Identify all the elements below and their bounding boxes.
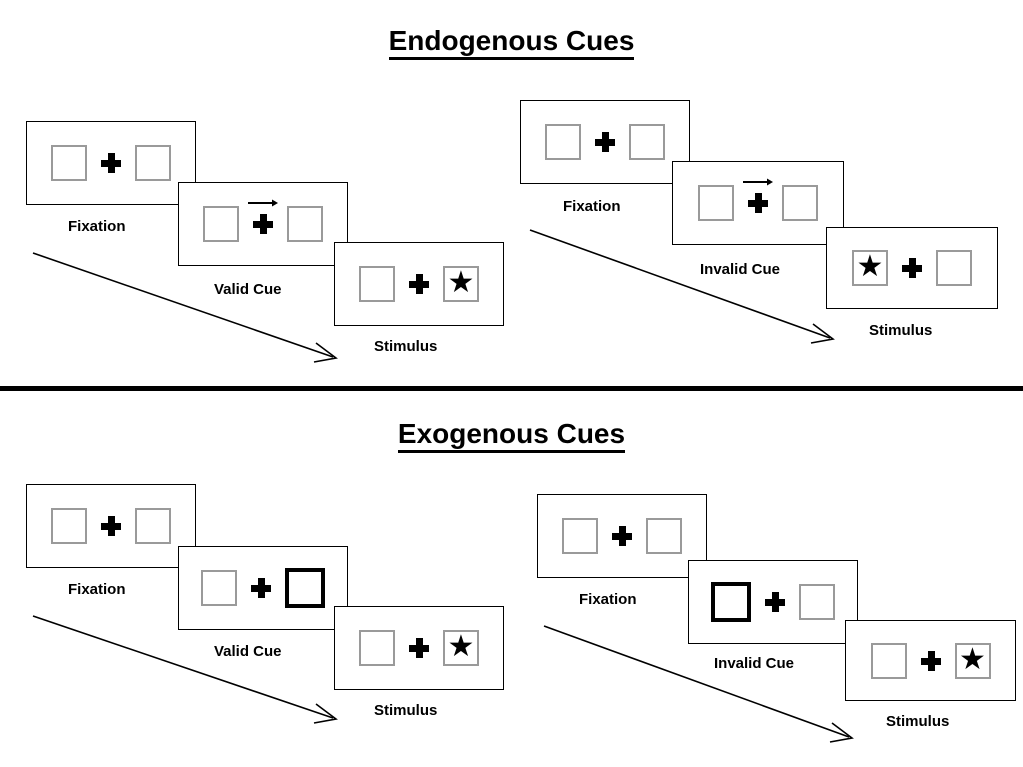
panel-exogenous-valid-fixation <box>26 484 196 568</box>
caption-endogenous-valid-stimulus: Stimulus <box>374 338 438 355</box>
panel-endogenous-valid-fixation <box>26 121 196 205</box>
plus-icon <box>902 258 922 278</box>
panel-content <box>698 178 818 221</box>
panel-content <box>203 199 323 242</box>
target-box-right: ★ <box>954 642 991 679</box>
panel-endogenous-valid-cue <box>178 182 348 266</box>
placeholder-box-left <box>201 570 237 606</box>
placeholder-box-left <box>870 642 907 679</box>
panel-exogenous-invalid-cue <box>688 560 858 644</box>
plus-icon <box>409 274 429 294</box>
placeholder-box-right <box>135 508 171 544</box>
panel-content: ★ <box>359 266 479 302</box>
plus-icon <box>409 638 429 658</box>
exogenous-section-title: Exogenous Cues <box>0 418 1023 453</box>
caption-exogenous-invalid-cue: Invalid Cue <box>714 655 795 672</box>
right-arrow-icon <box>743 178 773 186</box>
placeholder-box-left <box>51 145 87 181</box>
caption-endogenous-invalid-fixation: Fixation <box>563 198 621 215</box>
caption-endogenous-valid-fixation: Fixation <box>68 218 126 235</box>
endogenous-title-text: Endogenous Cues <box>388 25 635 60</box>
plus-icon <box>251 578 271 598</box>
panel-content: ★ <box>359 630 479 666</box>
placeholder-box-right <box>135 145 171 181</box>
caption-exogenous-valid-cue: Valid Cue <box>214 643 282 660</box>
panel-content <box>201 568 325 608</box>
caption-exogenous-invalid-fixation: Fixation <box>579 591 637 608</box>
plus-icon <box>101 153 121 173</box>
target-box-right: ★ <box>443 266 479 302</box>
plus-icon <box>743 178 773 213</box>
endogenous-section-title: Endogenous Cues <box>0 25 1023 60</box>
panel-exogenous-valid-stimulus: ★ <box>334 606 504 690</box>
panel-content <box>51 508 171 544</box>
placeholder-box-right <box>799 584 835 620</box>
placeholder-box-right <box>936 250 972 286</box>
plus-icon <box>612 526 632 546</box>
panel-content <box>711 582 835 622</box>
panel-exogenous-invalid-fixation <box>537 494 707 578</box>
caption-endogenous-invalid-cue: Invalid Cue <box>700 261 781 278</box>
plus-icon <box>248 199 278 234</box>
placeholder-box-right <box>287 206 323 242</box>
plus-icon <box>101 516 121 536</box>
plus-icon <box>920 650 941 671</box>
caption-exogenous-invalid-stimulus: Stimulus <box>886 713 950 730</box>
panel-content: ★ <box>852 250 972 286</box>
cued-box-left <box>711 582 751 622</box>
plus-icon <box>595 132 615 152</box>
placeholder-box-left <box>359 266 395 302</box>
panel-content <box>545 124 665 160</box>
placeholder-box-right <box>782 185 818 221</box>
placeholder-box-left <box>562 518 598 554</box>
target-box-right: ★ <box>443 630 479 666</box>
cued-box-right <box>285 568 325 608</box>
section-divider <box>0 386 1023 391</box>
placeholder-box-left <box>51 508 87 544</box>
panel-exogenous-invalid-stimulus: ★ <box>845 620 1016 701</box>
placeholder-box-right <box>646 518 682 554</box>
placeholder-box-left <box>359 630 395 666</box>
plus-icon <box>765 592 785 612</box>
placeholder-box-left <box>698 185 734 221</box>
panel-endogenous-valid-stimulus: ★ <box>334 242 504 326</box>
placeholder-box-left <box>545 124 581 160</box>
caption-exogenous-valid-stimulus: Stimulus <box>374 702 438 719</box>
star-icon: ★ <box>856 250 884 283</box>
panel-endogenous-invalid-stimulus: ★ <box>826 227 998 309</box>
placeholder-box-right <box>629 124 665 160</box>
star-icon: ★ <box>447 630 475 663</box>
panel-content: ★ <box>870 642 991 679</box>
exogenous-title-text: Exogenous Cues <box>397 418 626 453</box>
right-arrow-icon <box>248 199 278 207</box>
caption-endogenous-valid-cue: Valid Cue <box>214 281 282 298</box>
panel-endogenous-invalid-cue <box>672 161 844 245</box>
star-icon: ★ <box>447 266 475 299</box>
panel-endogenous-invalid-fixation <box>520 100 690 184</box>
caption-endogenous-invalid-stimulus: Stimulus <box>869 322 933 339</box>
star-icon: ★ <box>959 642 986 676</box>
panel-content <box>562 518 682 554</box>
panel-exogenous-valid-cue <box>178 546 348 630</box>
caption-exogenous-valid-fixation: Fixation <box>68 581 126 598</box>
panel-content <box>51 145 171 181</box>
target-box-left: ★ <box>852 250 888 286</box>
placeholder-box-left <box>203 206 239 242</box>
